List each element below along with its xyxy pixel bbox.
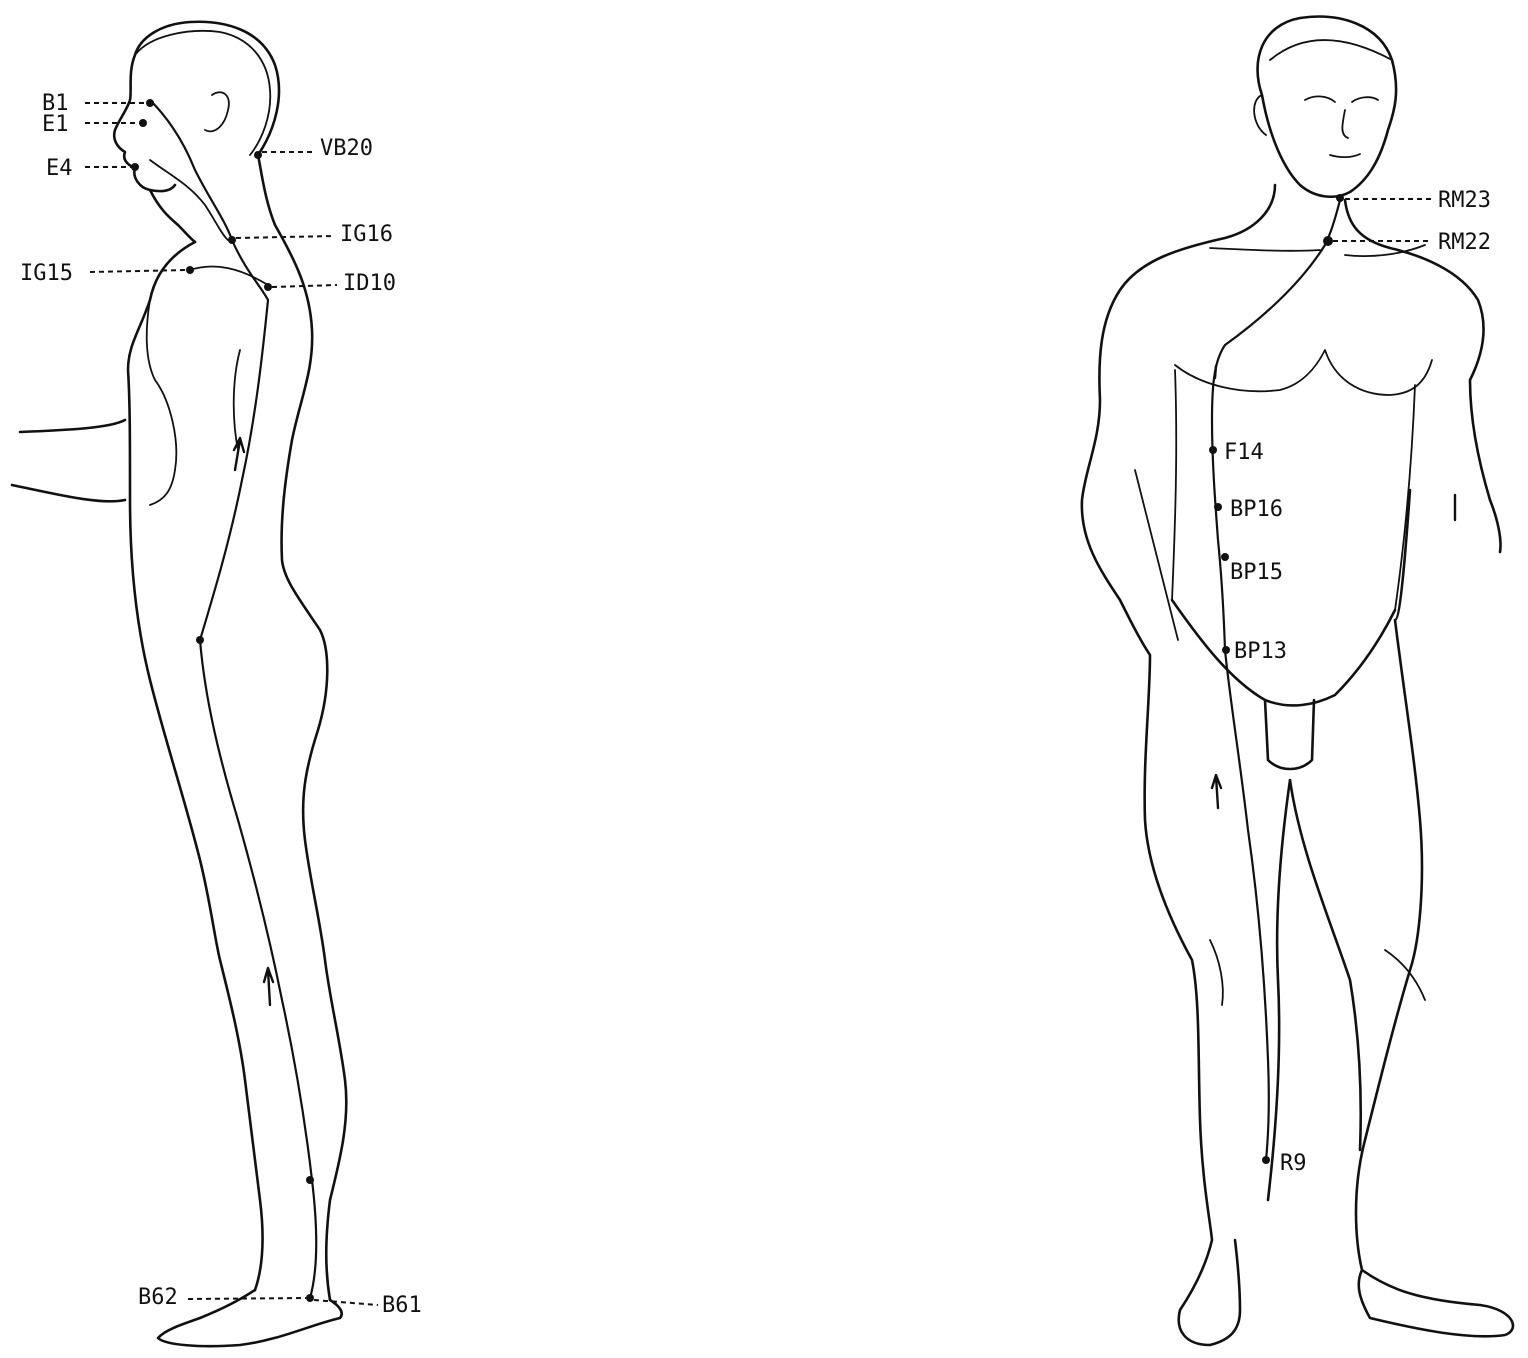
- front-knee-right: [1385, 950, 1425, 1000]
- label-b61: B61: [382, 1293, 422, 1318]
- point-ig16: [228, 236, 236, 244]
- label-b62: B62: [138, 1285, 178, 1310]
- front-arm-left-inner: [1135, 470, 1178, 640]
- point-ig15: [186, 266, 194, 274]
- label-bp16: BP16: [1230, 497, 1283, 522]
- side-ear: [205, 92, 229, 131]
- side-neck-front: [150, 190, 195, 242]
- side-foot: [158, 1290, 342, 1346]
- front-knee-left: [1210, 940, 1223, 1005]
- side-torso-front: [128, 242, 262, 1290]
- point-id10: [264, 283, 272, 291]
- side-arrow-upper: [234, 438, 244, 470]
- front-body-left: [1082, 185, 1275, 1345]
- point-bp13: [1222, 646, 1230, 654]
- front-nose: [1342, 110, 1348, 138]
- label-f14: F14: [1224, 440, 1264, 465]
- front-view-figure: RM23 RM22 F14 BP16 BP15 BP13 R9: [1082, 17, 1513, 1345]
- front-arrow-chest: [1215, 366, 1216, 378]
- point-vb20: [254, 151, 262, 159]
- point-b61: [306, 1294, 314, 1302]
- front-inner-legs: [1268, 780, 1361, 1200]
- label-bp13: BP13: [1234, 639, 1287, 664]
- label-e4: E4: [46, 156, 73, 181]
- front-arrow-thigh: [1212, 775, 1221, 808]
- point-bp15: [1221, 553, 1229, 561]
- front-groin: [1265, 700, 1314, 769]
- label-rm23: RM23: [1438, 188, 1491, 213]
- label-e1: E1: [42, 112, 69, 137]
- side-jaw: [150, 160, 228, 240]
- point-b1: [146, 99, 154, 107]
- point-bp16: [1214, 503, 1222, 511]
- point-rm22: [1323, 236, 1333, 246]
- front-waist-right: [1395, 385, 1415, 610]
- point-side-hip: [196, 636, 204, 644]
- front-head-outline: [1258, 17, 1397, 197]
- front-mouth: [1330, 154, 1360, 157]
- front-hairline: [1270, 40, 1392, 60]
- side-arrow-lower: [264, 968, 273, 1005]
- leader-b62: [188, 1298, 306, 1299]
- point-f14: [1209, 446, 1217, 454]
- side-meridian-line: [150, 100, 316, 1298]
- side-view-figure: B1 E1 E4 VB20 IG16 IG15 ID10 B62 B61: [12, 22, 422, 1346]
- side-arm-inner: [147, 300, 177, 505]
- leader-b61: [314, 1300, 378, 1305]
- label-bp15: BP15: [1230, 560, 1283, 585]
- label-rm22: RM22: [1438, 230, 1491, 255]
- point-e4: [131, 163, 139, 171]
- label-vb20: VB20: [320, 136, 373, 161]
- front-eye-right: [1352, 97, 1378, 102]
- side-head-outline: [114, 22, 279, 191]
- side-arm: [12, 420, 125, 501]
- point-rm23: [1336, 194, 1344, 202]
- label-r9: R9: [1280, 1151, 1307, 1176]
- label-ig16: IG16: [340, 222, 393, 247]
- side-torso-back: [258, 155, 346, 1300]
- label-id10: ID10: [343, 271, 396, 296]
- point-r9: [1262, 1156, 1270, 1164]
- front-meridian-line: [1212, 200, 1340, 1160]
- leader-ig16: [236, 236, 335, 238]
- side-hair-line: [135, 31, 270, 155]
- label-ig15: IG15: [20, 261, 73, 286]
- front-waist-left: [1172, 370, 1176, 600]
- front-eye-left: [1305, 96, 1335, 102]
- side-buttock: [234, 350, 240, 450]
- point-e1: [139, 119, 147, 127]
- point-side-calf: [306, 1176, 314, 1184]
- leader-ig15: [90, 270, 186, 272]
